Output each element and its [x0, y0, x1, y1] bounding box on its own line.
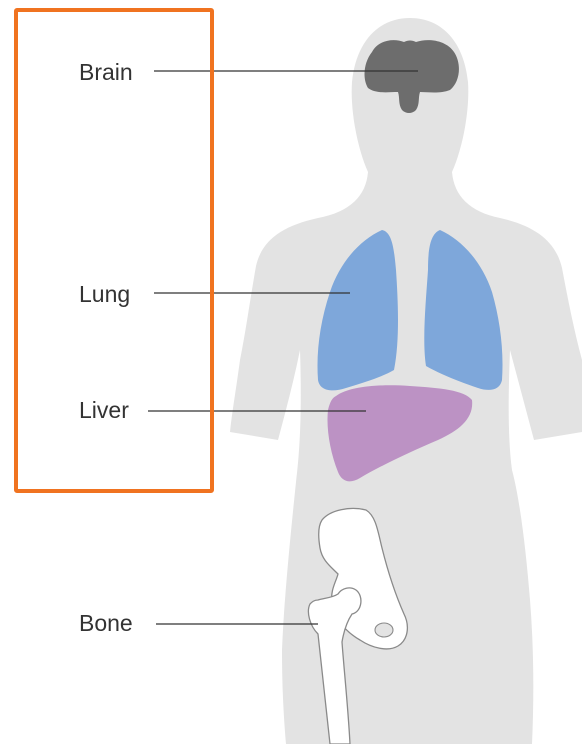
liver-label: Liver [79, 399, 129, 422]
obturator-foramen [375, 623, 393, 637]
lung-label: Lung [79, 283, 130, 306]
brain-label: Brain [79, 61, 133, 84]
bone-label: Bone [79, 612, 133, 635]
